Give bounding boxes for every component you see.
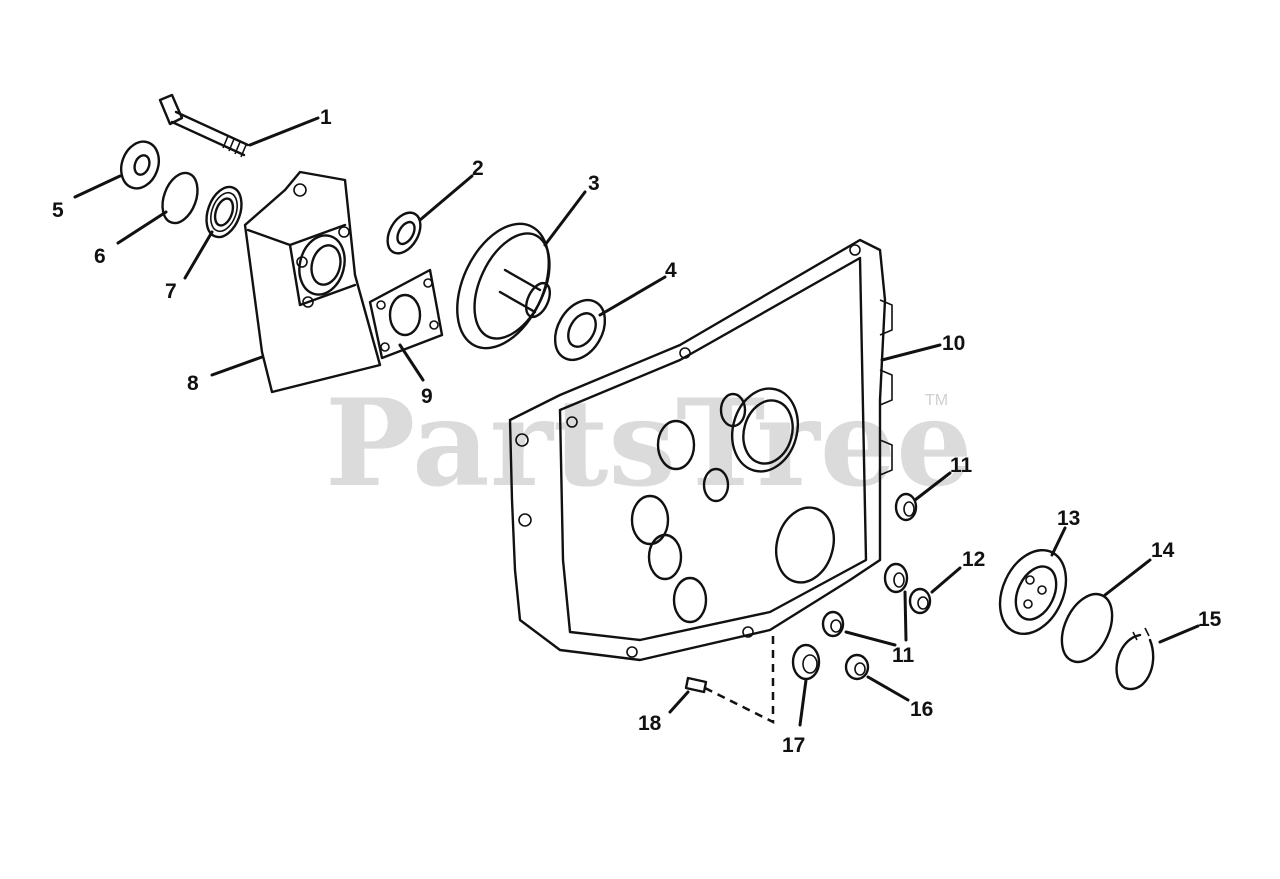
part-cover-plate: [508, 238, 893, 662]
callout-17: 17: [782, 734, 805, 757]
part-bushing-lower: [844, 653, 870, 681]
part-bearing-housing: [243, 170, 382, 394]
part-ball-bearing-large: [998, 548, 1068, 636]
part-sleeve-bearing: [791, 643, 821, 681]
callout-11-lower: 11: [892, 644, 915, 667]
callout-14: 14: [1151, 539, 1175, 562]
callout-12: 12: [962, 548, 985, 571]
callout-16: 16: [910, 698, 933, 721]
part-bushing: [908, 587, 932, 615]
part-needle-bearing-c: [821, 610, 845, 638]
part-bearing-small: [205, 185, 243, 239]
part-oil-seal: [386, 211, 422, 255]
watermark-trademark: TM: [925, 392, 948, 409]
part-dowel-pin: [684, 676, 708, 694]
callout-labels: 1 2 3 4 5 6 7 8 9 10 11 11 12 13 14 15 1…: [52, 106, 1222, 757]
callout-9: 9: [421, 385, 433, 408]
callout-10: 10: [942, 332, 965, 355]
part-needle-bearing-b: [883, 562, 909, 594]
callout-7: 7: [165, 280, 177, 303]
callout-5: 5: [52, 199, 64, 222]
part-needle-bearing-a: [894, 492, 918, 522]
part-bolt: [158, 93, 250, 158]
part-flange-gear: [456, 222, 552, 350]
callout-8: 8: [187, 372, 199, 395]
callout-4: 4: [665, 259, 677, 282]
callout-11-upper: 11: [950, 454, 973, 477]
part-shaft-seal: [553, 298, 607, 362]
part-retaining-ring: [161, 171, 199, 225]
leader-lines: [73, 116, 1200, 727]
callout-13: 13: [1057, 507, 1080, 530]
part-gasket: [368, 268, 444, 360]
callout-1: 1: [320, 106, 332, 129]
part-circlip: [1115, 627, 1155, 691]
callout-15: 15: [1198, 608, 1222, 631]
callout-2: 2: [472, 157, 484, 180]
part-snap-ring: [1060, 592, 1114, 664]
callout-18: 18: [638, 712, 662, 735]
part-washer: [119, 140, 161, 190]
callout-3: 3: [588, 172, 600, 195]
assembly-line: [704, 632, 775, 725]
callout-6: 6: [94, 245, 106, 268]
